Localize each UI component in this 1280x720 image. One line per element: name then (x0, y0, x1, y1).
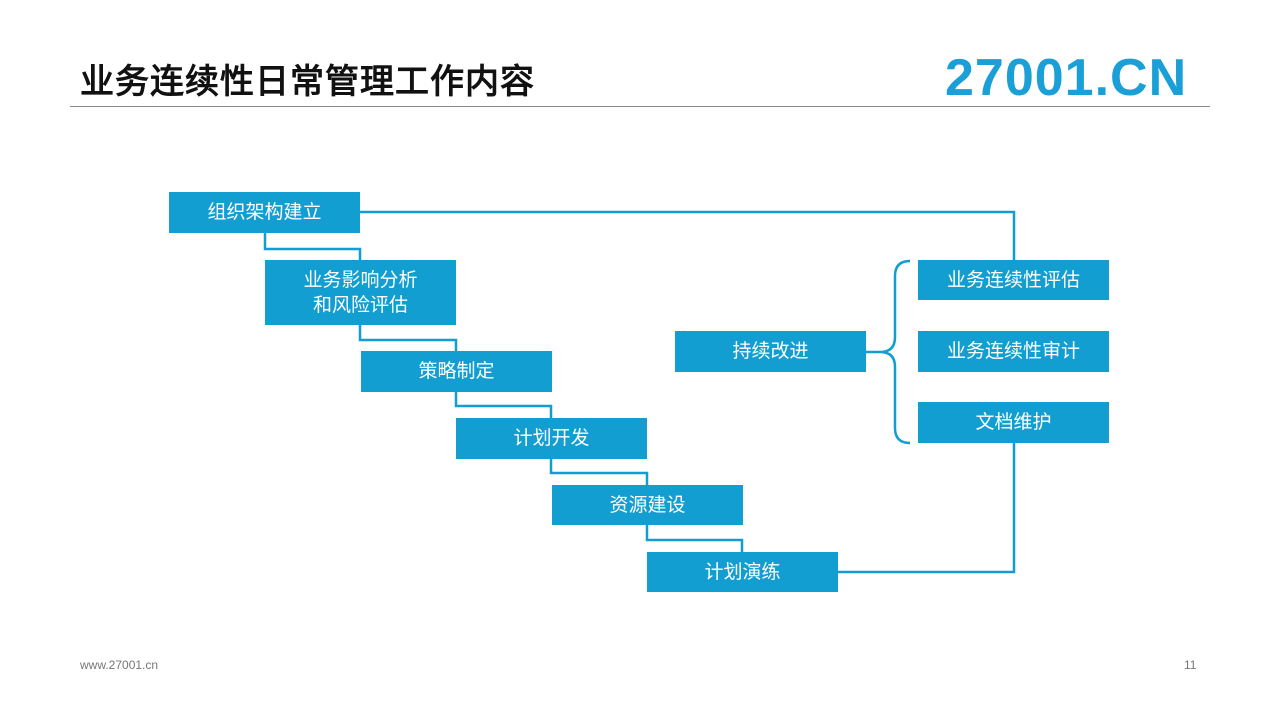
step-impact-risk-analysis: 业务影响分析 和风险评估 (265, 260, 456, 325)
connector-step-5-6 (645, 525, 744, 552)
step-label: 策略制定 (418, 360, 495, 382)
connector-bottom-loop (838, 443, 1016, 574)
step-plan-exercise: 计划演练 (647, 552, 838, 592)
item-label: 业务连续性审计 (946, 340, 1080, 362)
bracket (879, 259, 911, 445)
connector-top-loop (360, 210, 1016, 260)
step-org-structure: 组织架构建立 (169, 192, 360, 233)
step-label: 计划开发 (513, 427, 590, 449)
improvement-label: 持续改进 (732, 340, 809, 362)
step-resource-building: 资源建设 (552, 485, 743, 525)
step-label-line1: 业务影响分析 (303, 268, 418, 291)
brand-logo: 27001.CN (945, 49, 1188, 107)
item-label: 文档维护 (975, 411, 1052, 433)
step-label-line2: 和风险评估 (312, 293, 408, 316)
page-title: 业务连续性日常管理工作内容 (80, 62, 535, 102)
step-plan-development: 计划开发 (456, 418, 647, 459)
step-label: 组织架构建立 (207, 201, 322, 223)
footer-url: www.27001.cn (80, 658, 159, 672)
item-bc-audit: 业务连续性审计 (918, 331, 1109, 372)
connector-step-3-4 (454, 392, 553, 418)
step-label: 计划演练 (704, 560, 781, 583)
page-number: 11 (1184, 658, 1197, 672)
connector-step-1-2 (263, 233, 362, 260)
header-divider (70, 106, 1210, 107)
connector-step-2-3 (358, 325, 458, 351)
item-label: 业务连续性评估 (946, 268, 1080, 291)
step-label: 资源建设 (609, 493, 686, 516)
item-bc-assessment: 业务连续性评估 (918, 260, 1109, 300)
connector-step-4-5 (549, 459, 649, 485)
item-doc-maintenance: 文档维护 (918, 402, 1109, 443)
continuous-improvement: 持续改进 (675, 331, 866, 372)
step-strategy: 策略制定 (361, 351, 552, 392)
